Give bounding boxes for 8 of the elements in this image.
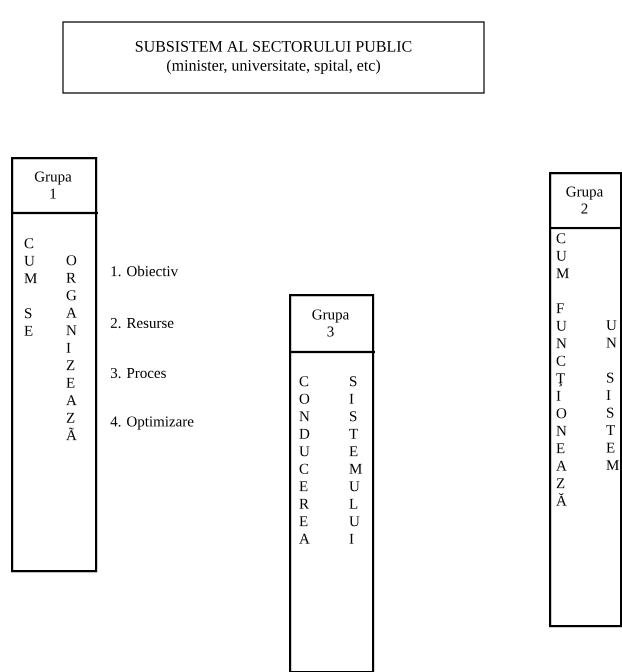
group-column: Grupa 3 CONDUCEREA SISTEMULUI — [289, 294, 375, 672]
list-item: 2. Resurse — [110, 318, 174, 328]
list-item: 1. Obiectiv — [112, 266, 178, 276]
list-item: 3. Proces — [110, 368, 166, 378]
title-box: SUBSISTEM AL SECTORULUI PUBLIC (minister, universitate, spital, etc) — [62, 21, 485, 94]
group-column: Grupa 1 CUM SE ORGANIZEAZÃ — [11, 157, 98, 572]
list-item: 4. Optimizare — [110, 416, 194, 430]
group-column: Grupa 2 CUM FUNCŢIONEAZĂ UN SISTEM — [549, 172, 622, 628]
